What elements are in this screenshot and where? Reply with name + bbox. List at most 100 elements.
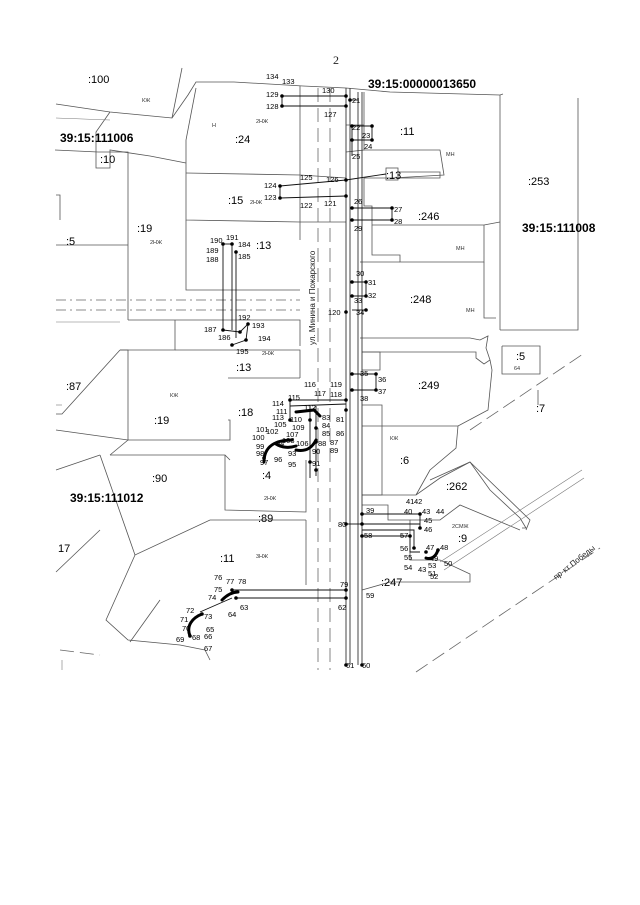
parcel-label: :87: [66, 381, 81, 393]
parcel-label: :246: [418, 211, 439, 223]
parcel-label: :90: [152, 473, 167, 485]
annotation-label: Н: [212, 123, 216, 129]
point-label: 70: [182, 624, 190, 633]
point-label: 125: [300, 173, 313, 182]
annotation-label: 2НЖ: [256, 119, 268, 125]
annotation-label: 2НЖ: [250, 200, 262, 206]
point-label: 87: [330, 438, 338, 447]
point-label: 110: [290, 415, 302, 424]
annotation-label: МН: [466, 308, 475, 314]
point-label: 184: [238, 240, 251, 249]
point-markers: [188, 94, 440, 667]
point-label: 185: [238, 252, 251, 261]
parcel-label: :5: [66, 236, 75, 248]
point-label: 186: [218, 333, 231, 342]
point-label: 24: [364, 142, 372, 151]
parcel-label: :7: [536, 403, 545, 415]
parcel-label: :15: [228, 195, 243, 207]
point-label: 54: [404, 563, 412, 572]
point-label: 99: [256, 442, 264, 451]
parcel-label: :19: [154, 415, 169, 427]
annotation-label: КЖ: [142, 98, 150, 104]
point-label: 30: [356, 269, 364, 278]
parcel-labels: :100 :24 :11 :10 :253 :15 :246 :19 :13 :…: [58, 74, 549, 589]
parcel-label: 17: [58, 543, 70, 555]
point-label: 64: [228, 610, 236, 619]
parcel-label: :4: [262, 470, 271, 482]
parcel-label: :11: [400, 126, 414, 138]
point-label: 85: [322, 429, 330, 438]
point-label: 107: [286, 430, 299, 439]
point-label: 40: [404, 507, 412, 516]
route-lines: [199, 95, 421, 613]
parcel-label: :249: [418, 380, 439, 392]
cadastral-label: 39:15:00000013650: [368, 77, 476, 91]
parcel-label: :13: [386, 170, 401, 182]
route-bold-curves: [187, 408, 440, 638]
point-label: 90: [312, 447, 320, 456]
street-minina-pozharskogo: [317, 88, 363, 670]
point-label: 124: [264, 181, 277, 190]
point-label: 57: [400, 531, 408, 540]
point-label: 188: [206, 255, 219, 264]
point-label: 34: [356, 308, 364, 317]
point-label: 101: [256, 425, 269, 434]
point-label: 43: [422, 507, 430, 516]
point-label: 112: [304, 403, 316, 412]
point-label: 79: [340, 580, 348, 589]
point-label: 68: [192, 633, 200, 642]
point-label: 115: [288, 393, 300, 402]
annotation-label: 64: [514, 366, 520, 372]
point-label: 100: [252, 433, 265, 442]
point-label: 53: [428, 561, 436, 570]
point-label: 38: [360, 394, 368, 403]
annotation-label: КЖ: [390, 436, 398, 442]
annotation-label: 2НЖ: [262, 351, 274, 357]
cadastral-label: 39:15:111008: [522, 221, 596, 235]
point-label: 29: [354, 224, 362, 233]
point-label: 83: [322, 413, 330, 422]
point-label: 39: [366, 506, 374, 515]
point-label: 120: [328, 308, 341, 317]
point-label: 119: [330, 380, 342, 389]
point-label: 121: [324, 199, 337, 208]
point-label: 65: [206, 625, 214, 634]
point-label: 50: [444, 559, 452, 568]
street-label-pobedy: пр-кт Победы: [552, 543, 597, 581]
point-label: 76: [214, 573, 222, 582]
point-label: 47: [426, 543, 434, 552]
annotation-labels: КЖ 2НЖ МН Н 2НЖ МН 2НЖ КЖ МН 2НЖ 3НЖ 2НЖ…: [142, 98, 520, 560]
point-label: 133: [282, 77, 295, 86]
annotation-label: 2НЖ: [150, 240, 162, 246]
parcel-label: :24: [235, 134, 250, 146]
point-label: 56: [400, 544, 408, 553]
parcel-label: :11: [220, 553, 234, 565]
point-label: 89: [330, 446, 338, 455]
point-label: 43: [418, 565, 426, 574]
annotation-label: 2НЖ: [264, 496, 276, 502]
parcel-label: :253: [528, 176, 549, 188]
point-label: 102: [266, 427, 279, 436]
point-label: 23: [362, 131, 370, 140]
point-label: 134: [266, 72, 279, 81]
point-label: 109: [292, 423, 305, 432]
point-label: 74: [208, 593, 216, 602]
point-label: 45: [424, 516, 432, 525]
page-number: 2: [333, 53, 339, 67]
point-label: 62: [338, 603, 346, 612]
parcel-label: :89: [258, 513, 273, 525]
point-label: 105: [274, 420, 287, 429]
point-label: 81: [336, 415, 344, 424]
point-label: 113: [272, 413, 284, 422]
point-label: 189: [206, 246, 219, 255]
point-label: 86: [336, 429, 344, 438]
point-label: 77: [226, 577, 234, 586]
parcel-label: :5: [516, 351, 525, 363]
parcel-label: :6: [400, 455, 409, 467]
point-label: 60: [362, 661, 370, 670]
point-label: 91: [312, 459, 320, 468]
point-label: 127: [324, 110, 337, 119]
point-label: 52: [430, 572, 438, 581]
point-label: 130: [322, 86, 335, 95]
point-label: 49: [430, 554, 438, 563]
